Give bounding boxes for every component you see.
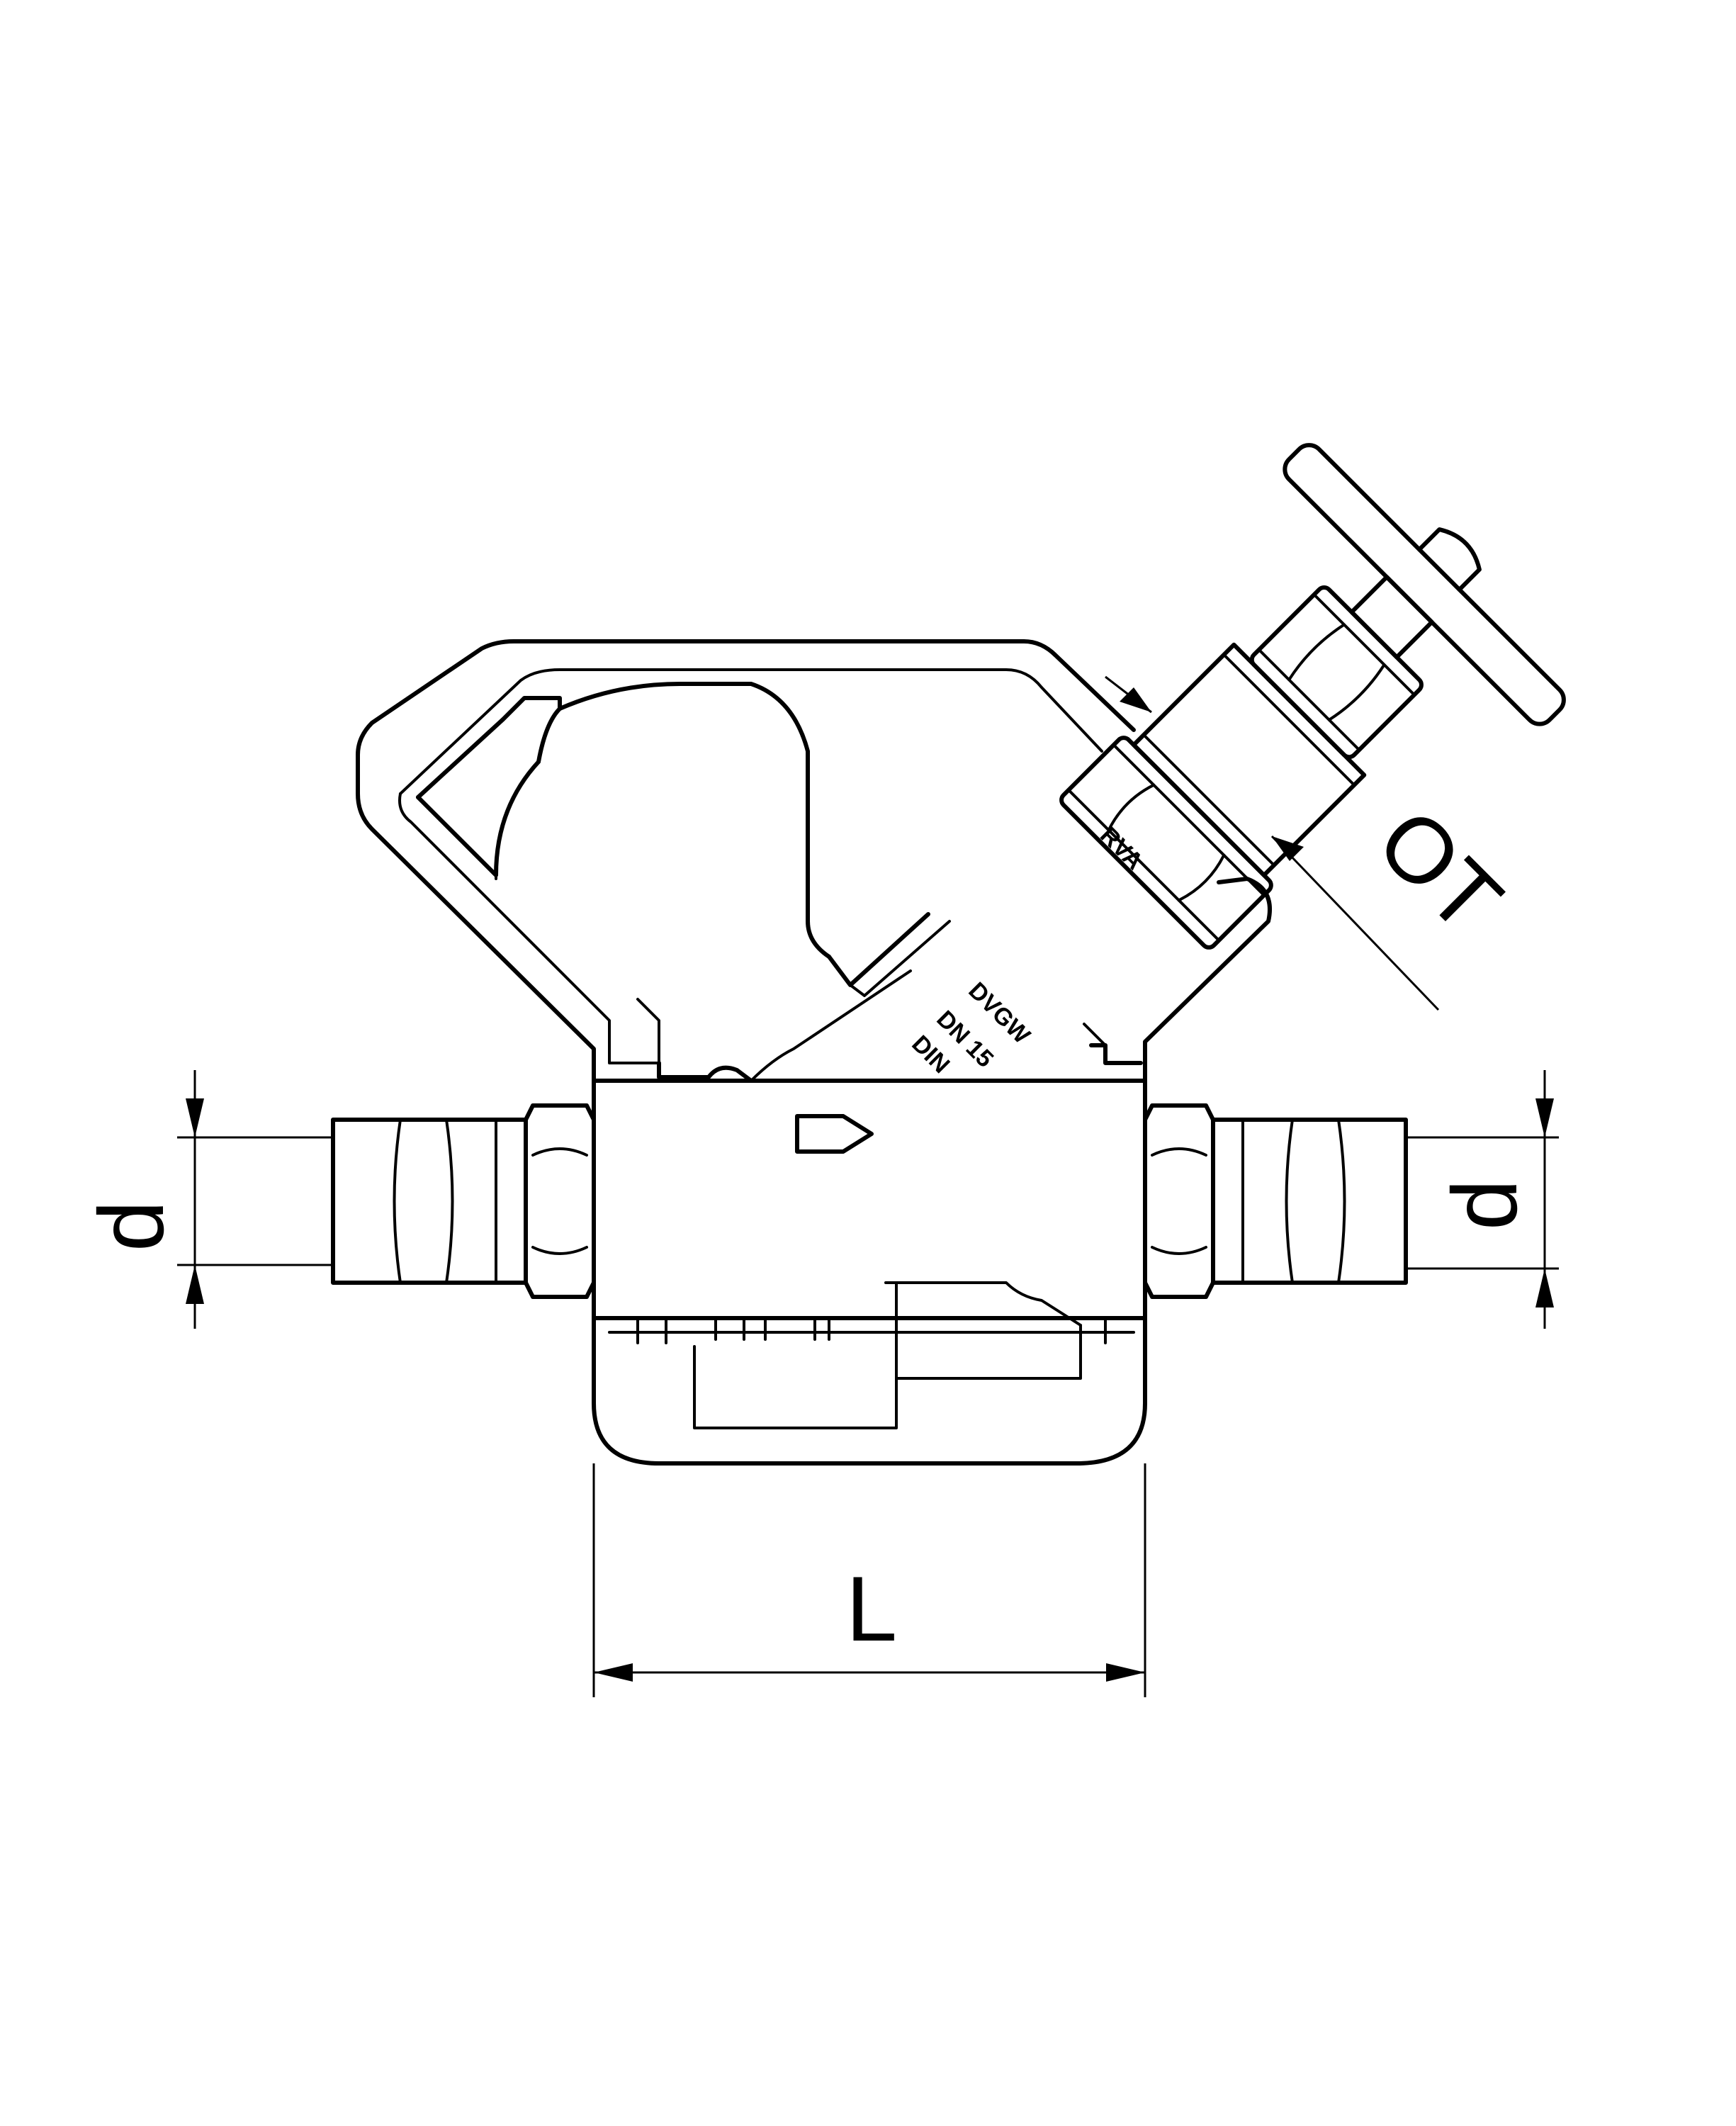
bonnet-assembly [1059,443,1566,950]
dimension-d-right-label: d [1433,1179,1536,1230]
bonnet-marking: RVA [1095,822,1148,875]
dimension-d-left: d [79,1070,333,1329]
dimension-outlet-thread-label: OT [1358,789,1521,952]
valve-body [356,639,1272,1466]
dimension-d-right: d [1406,1070,1559,1329]
left-press-fitting [331,1103,596,1299]
flow-direction-arrow [795,1114,874,1154]
right-press-fitting [1143,1103,1408,1299]
dimension-length: L [592,1463,1146,1697]
dimension-length-label: L [846,1557,897,1660]
dimension-d-left-label: d [79,1200,183,1252]
